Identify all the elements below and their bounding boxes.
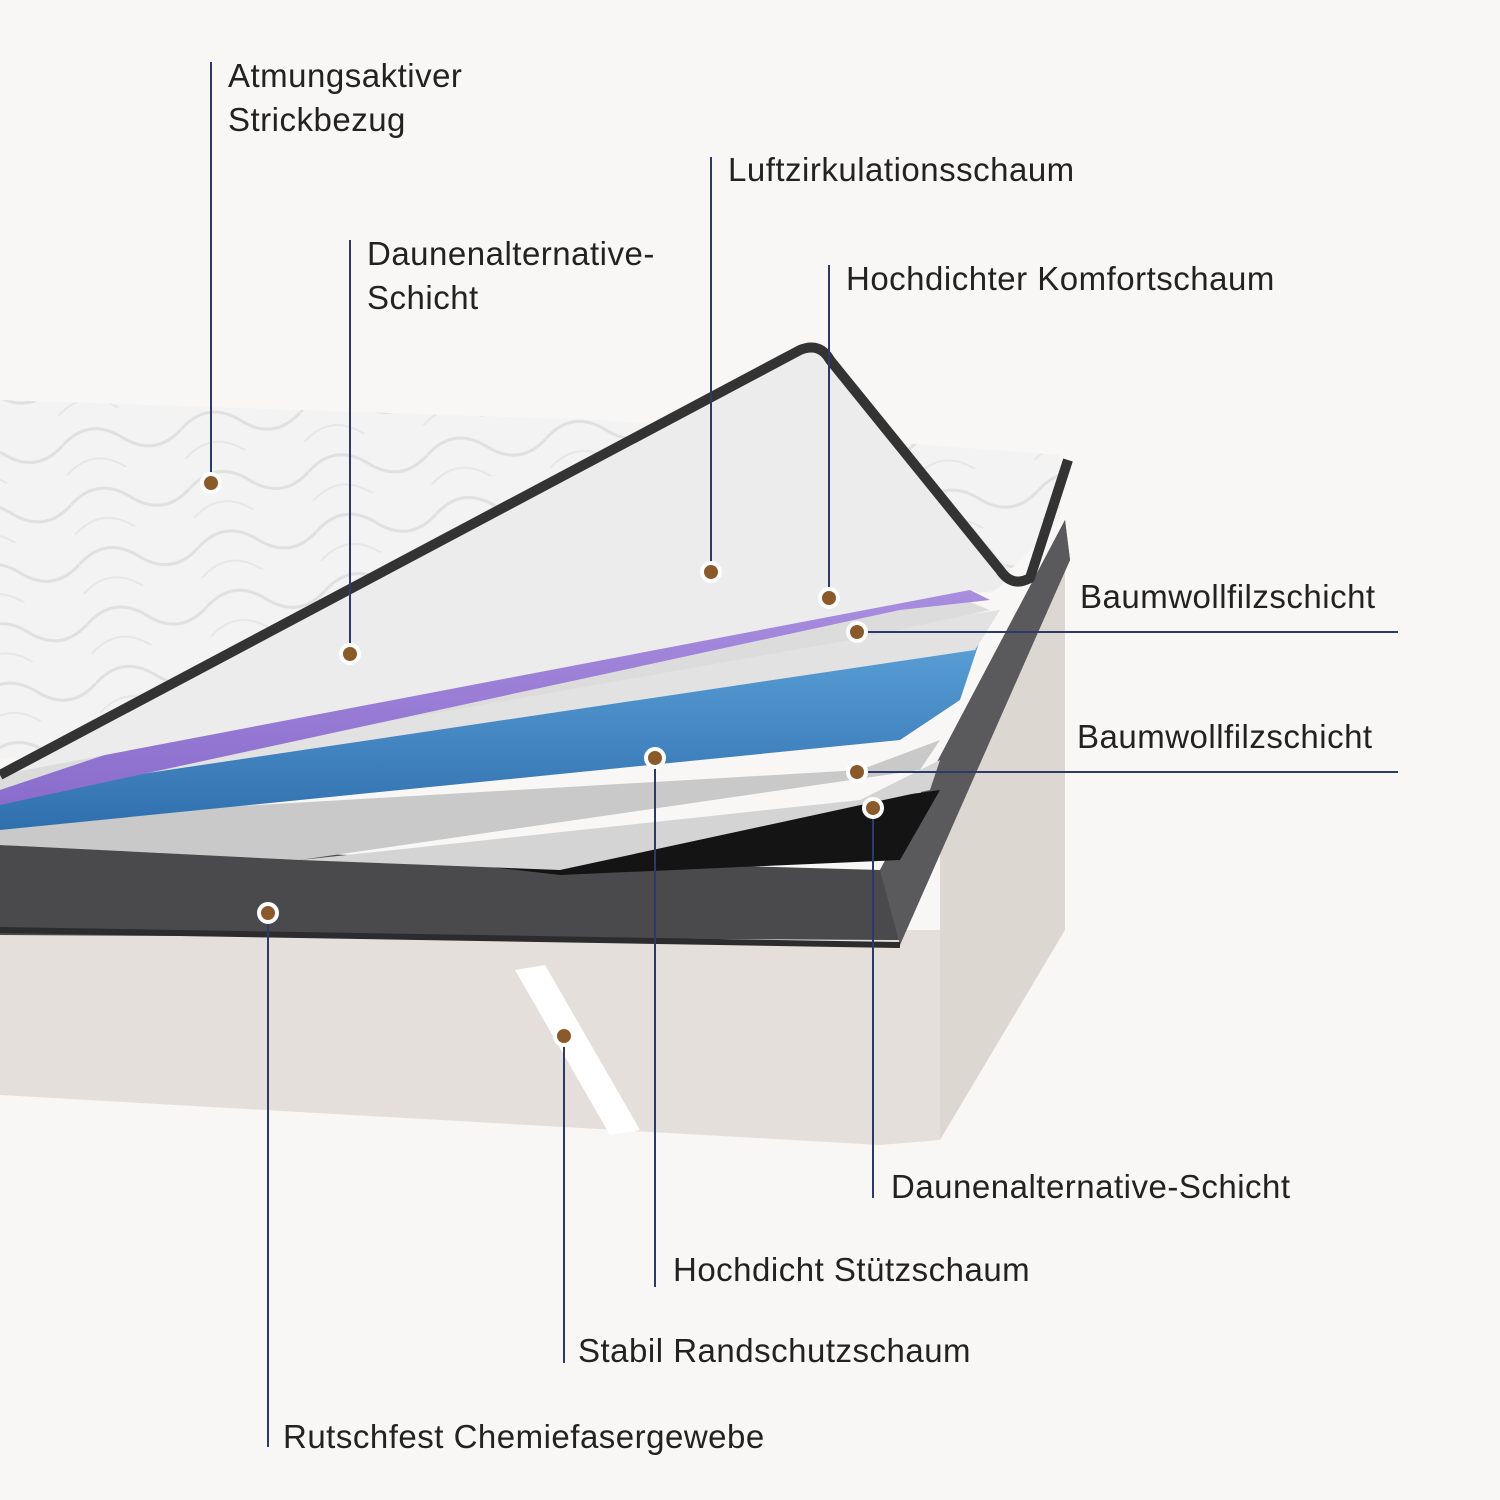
border-band (0, 520, 1070, 948)
callout-lines (210, 62, 1398, 1447)
label-down-alt-top: Daunenalternative- Schicht (367, 232, 655, 320)
label-line: Schicht (367, 279, 479, 316)
label-edge-foam: Stabil Randschutzschaum (578, 1332, 972, 1369)
dot-air-foam (700, 561, 722, 583)
dot-knit-cover (200, 472, 222, 494)
label-line: Atmungsaktiver (228, 57, 463, 94)
dot-nonslip (553, 1025, 575, 1047)
label-felt-1: Baumwollfilzschicht (1080, 578, 1376, 615)
dot-down-alt-bottom (862, 797, 884, 819)
label-knit-cover: Atmungsaktiver Strickbezug (228, 54, 462, 142)
lifted-top-layer (0, 342, 1073, 780)
dot-support-foam (644, 747, 666, 769)
label-nonslip: Rutschfest Chemiefasergewebe (283, 1418, 765, 1455)
dot-felt-1 (846, 621, 868, 643)
label-line: Daunenalternative- (367, 235, 655, 272)
label-down-alt-bottom: Daunenalternative-Schicht (891, 1168, 1291, 1205)
callout-dots (200, 472, 884, 1047)
label-line: Strickbezug (228, 101, 406, 138)
dot-comfort-foam (818, 587, 840, 609)
dot-felt-2 (846, 761, 868, 783)
dot-down-alt-top (339, 643, 361, 665)
base-layer (0, 520, 1065, 1145)
label-support-foam: Hochdicht Stützschaum (673, 1251, 1031, 1288)
label-felt-2: Baumwollfilzschicht (1077, 718, 1373, 755)
dot-edge-foam (257, 902, 279, 924)
blue-support-foam (0, 640, 980, 830)
label-comfort-foam: Hochdichter Komfortschaum (846, 260, 1275, 297)
label-air-foam: Luftzirkulationsschaum (728, 151, 1075, 188)
